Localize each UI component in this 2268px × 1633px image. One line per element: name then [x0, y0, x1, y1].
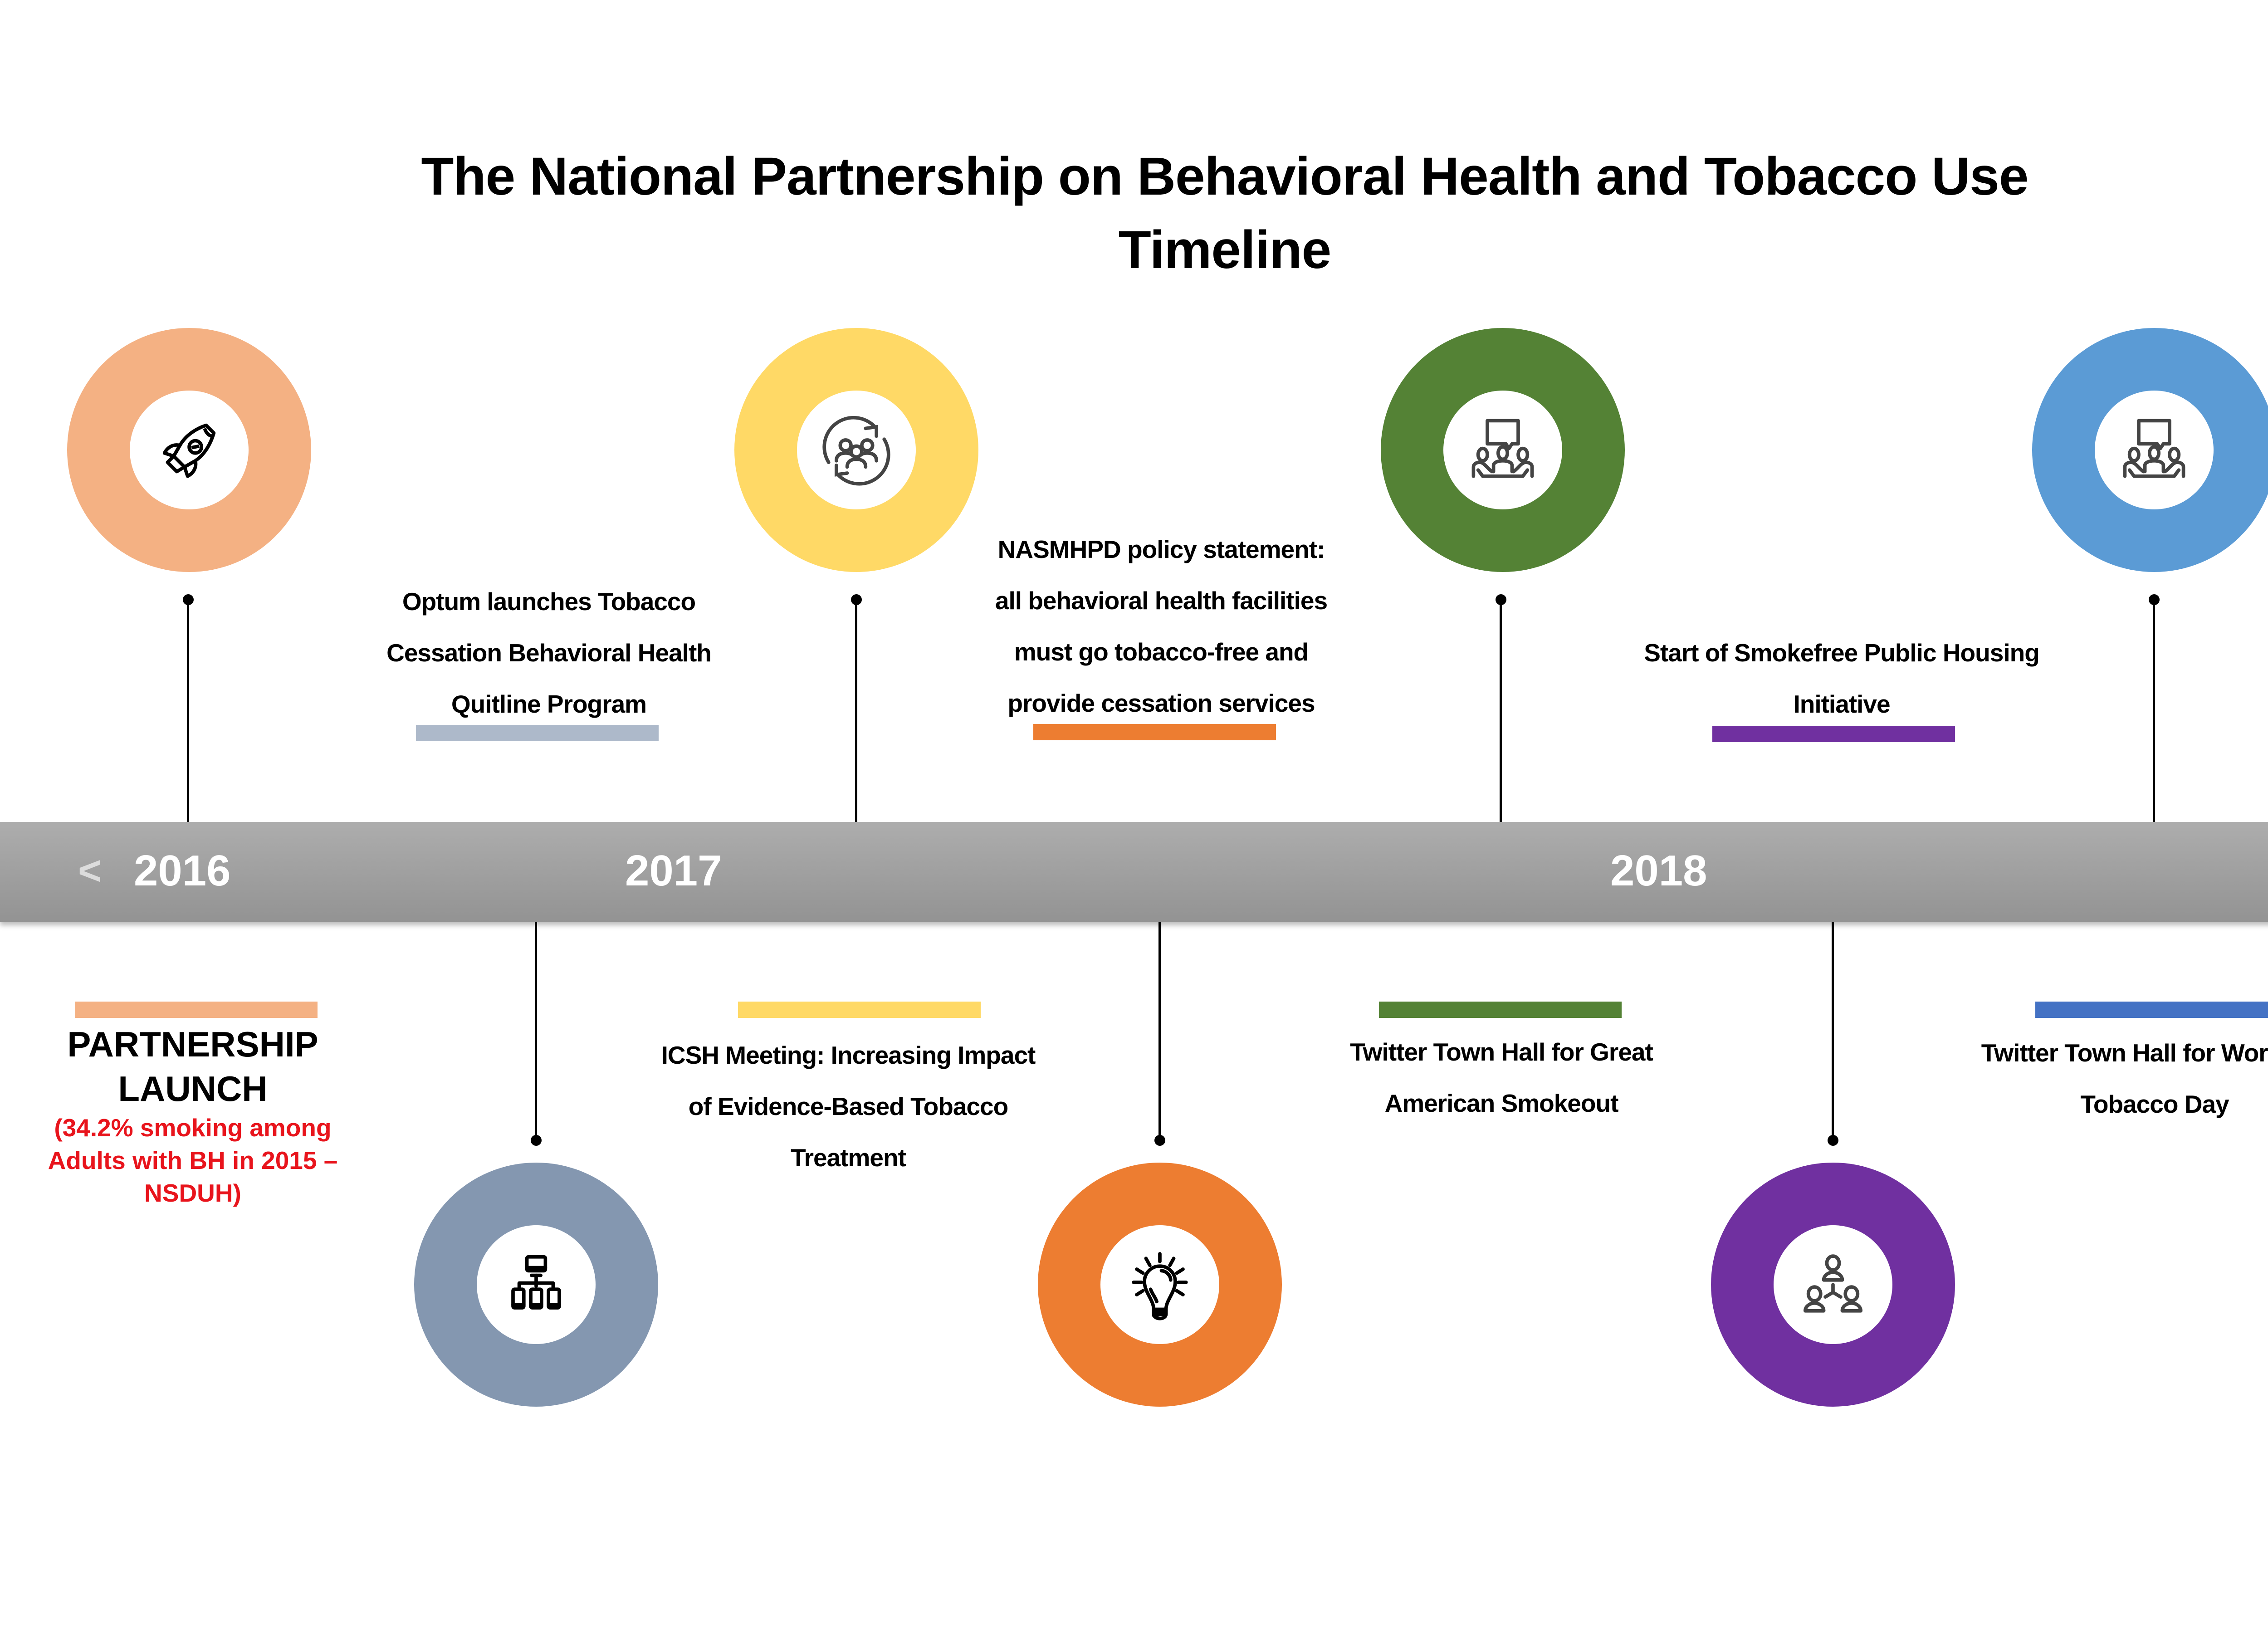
- accent-bar-partnership-launch: [75, 1002, 318, 1018]
- meeting-speech-icon: [2123, 419, 2185, 478]
- event-text-line: ICSH Meeting: Increasing Impact: [661, 1041, 1036, 1069]
- event-ring-great-american-smokeout: [1381, 328, 1625, 572]
- event-text-line: American Smokeout: [1384, 1089, 1619, 1117]
- event-text-line: Twitter Town Hall for World No: [1981, 1039, 2268, 1067]
- meeting-speech-icon: [1471, 419, 1534, 478]
- page-title-line2: Timeline: [1118, 220, 1332, 280]
- accent-bar-smokefree-housing: [1712, 726, 1955, 742]
- event-ring-world-no-tobacco-day: [2032, 328, 2268, 572]
- event-note-line: NSDUH): [144, 1179, 241, 1207]
- event-text-line: Quitline Program: [451, 690, 647, 718]
- connector-dot: [1154, 1135, 1165, 1146]
- network-devices-icon: [511, 1255, 561, 1310]
- event-text-smokefree-housing: Start of Smokefree Public Housing Initia…: [1615, 627, 2068, 730]
- connector-line: [1500, 600, 1502, 822]
- event-text-line: provide cessation services: [1007, 689, 1315, 717]
- event-text-line: Tobacco Day: [2080, 1090, 2229, 1118]
- team-cycle-icon: [822, 416, 890, 486]
- accent-bar-great-american-smokeout: [1379, 1002, 1622, 1018]
- event-text-line: must go tobacco-free and: [1014, 638, 1309, 666]
- year-label-2016: 2016: [134, 846, 231, 895]
- prev-arrow-icon[interactable]: <: [78, 848, 102, 894]
- accent-bar-nasmhpd-policy: [1033, 724, 1276, 740]
- connector-line: [1832, 922, 1834, 1140]
- event-text-line: Start of Smokefree Public Housing: [1644, 639, 2040, 667]
- accent-bar-world-no-tobacco-day: [2035, 1002, 2268, 1018]
- event-text-line: all behavioral health facilities: [995, 587, 1328, 615]
- event-text-nasmhpd-policy: NASMHPD policy statement: all behavioral…: [966, 524, 1356, 729]
- event-text-line: Cessation Behavioral Health: [386, 639, 712, 667]
- connector-line: [1158, 922, 1161, 1140]
- year-label-2018: 2018: [1610, 846, 1707, 895]
- accent-bar-optum-quitline: [416, 725, 659, 741]
- event-text-line: Optum launches Tobacco: [402, 587, 696, 616]
- event-text-line: NASMHPD policy statement:: [997, 535, 1325, 563]
- event-title-line: LAUNCH: [118, 1069, 268, 1109]
- event-ring-smokefree-housing: [1711, 1163, 1955, 1407]
- event-text-line: Initiative: [1793, 690, 1890, 718]
- connector-line: [535, 922, 537, 1140]
- event-note-line: Adults with BH in 2015 –: [48, 1146, 338, 1174]
- connector-dot: [1828, 1135, 1838, 1146]
- event-text-optum-quitline: Optum launches Tobacco Cessation Behavio…: [354, 576, 744, 730]
- connector-line: [2153, 600, 2155, 822]
- event-note-line: (34.2% smoking among: [54, 1114, 332, 1142]
- year-label-2017: 2017: [625, 846, 722, 895]
- event-ring-nasmhpd-policy: [1038, 1163, 1282, 1407]
- event-text-line: Treatment: [791, 1144, 906, 1172]
- lightbulb-icon: [1132, 1252, 1188, 1320]
- event-ring-partnership-launch: [67, 328, 311, 572]
- event-ring-optum-quitline: [414, 1163, 658, 1407]
- accent-bar-icsh-meeting: [738, 1002, 981, 1018]
- event-text-world-no-tobacco-day: Twitter Town Hall for World No Tobacco D…: [1950, 1027, 2268, 1130]
- event-ring-icsh-meeting: [734, 328, 978, 572]
- event-title-partnership-launch: PARTNERSHIP LAUNCH: [18, 1022, 367, 1111]
- event-text-line: Twitter Town Hall for Great: [1350, 1038, 1653, 1066]
- page-title-line1: The National Partnership on Behavioral H…: [421, 147, 2028, 206]
- event-title-line: PARTNERSHIP: [67, 1024, 318, 1064]
- event-text-icsh-meeting: ICSH Meeting: Increasing Impact of Evide…: [644, 1030, 1052, 1183]
- timeline-bar: [0, 822, 2268, 922]
- connector-line: [187, 600, 189, 822]
- event-text-great-american-smokeout: Twitter Town Hall for Great American Smo…: [1306, 1027, 1696, 1129]
- connector-line: [855, 600, 857, 822]
- people-network-icon: [1803, 1254, 1863, 1313]
- event-text-line: of Evidence-Based Tobacco: [688, 1092, 1008, 1120]
- rocket-icon: [162, 423, 216, 478]
- connector-dot: [531, 1135, 542, 1146]
- event-note-partnership-launch: (34.2% smoking among Adults with BH in 2…: [9, 1111, 376, 1209]
